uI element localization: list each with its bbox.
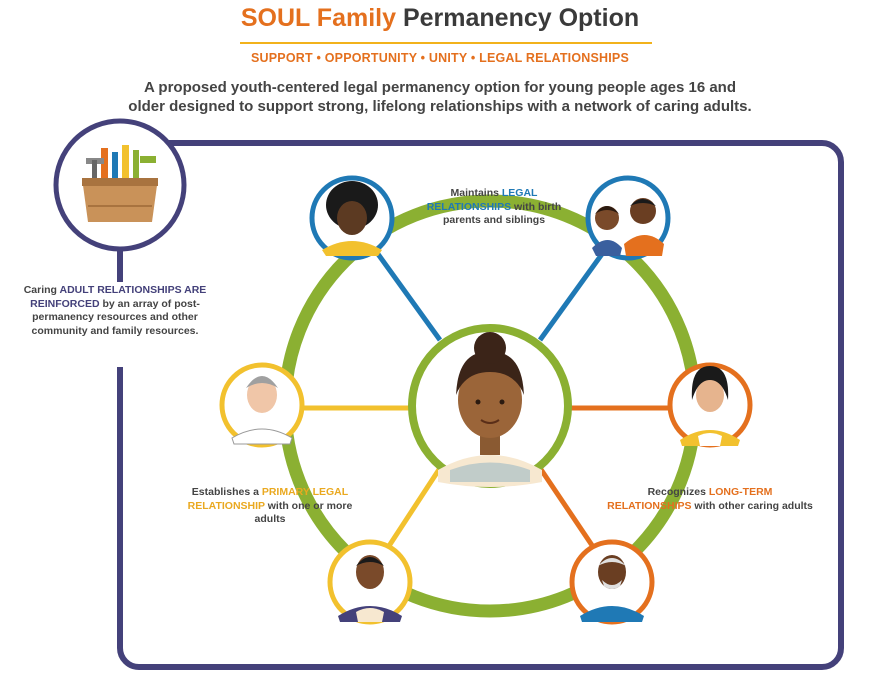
resources-note-pre: Caring bbox=[23, 284, 60, 296]
longterm-note-post: with other caring adults bbox=[691, 499, 813, 512]
title-divider bbox=[240, 42, 652, 44]
central-youth-node bbox=[408, 324, 572, 488]
intro-text: A proposed youth-centered legal permanen… bbox=[120, 78, 760, 116]
legal-note-pre: Maintains bbox=[450, 187, 502, 199]
longterm-note: Recognizes LONG-TERM RELATIONSHIPS with … bbox=[604, 486, 816, 513]
primary-note-highlight: PRIMARY LEGAL RELATIONSHIP bbox=[187, 486, 349, 512]
toolbox-icon bbox=[82, 145, 158, 222]
elder-node bbox=[569, 539, 655, 625]
siblings-node bbox=[585, 175, 671, 261]
page-title: SOUL Family Permanency Option bbox=[0, 4, 880, 33]
birth-parent-node bbox=[309, 175, 395, 261]
legal-note-highlight: LEGAL RELATIONSHIPS bbox=[426, 187, 538, 213]
title-accent: SOUL Family bbox=[240, 4, 396, 32]
legal-note: Maintains LEGAL RELATIONSHIPS with birth… bbox=[424, 187, 564, 228]
network-frame bbox=[117, 140, 844, 670]
legal-note-post: with birth parents and siblings bbox=[442, 200, 562, 227]
primary-adult-node bbox=[219, 362, 305, 448]
primary-note-pre: Establishes a bbox=[191, 486, 262, 498]
intro-line-1: A proposed youth-centered legal permanen… bbox=[143, 79, 737, 96]
resources-note-highlight: ADULT RELATIONSHIPS ARE REINFORCED bbox=[30, 284, 207, 310]
caregiver-node bbox=[327, 539, 413, 625]
tagline: SUPPORT • OPPORTUNITY • UNITY • LEGAL RE… bbox=[251, 51, 629, 65]
title-rest: Permanency Option bbox=[402, 4, 640, 32]
resources-note-post: by an array of post-permanency resources… bbox=[31, 297, 200, 337]
intro-line-2: older designed to support strong, lifelo… bbox=[128, 98, 752, 115]
longterm-note-highlight: LONG-TERM RELATIONSHIPS bbox=[607, 486, 773, 512]
longterm-note-pre: Recognizes bbox=[647, 486, 709, 498]
toolbox-node bbox=[53, 118, 187, 282]
resources-note: Caring ADULT RELATIONSHIPS ARE REINFORCE… bbox=[20, 284, 210, 338]
primary-note-post: with one or more adults bbox=[254, 499, 353, 526]
mentor-node bbox=[667, 362, 753, 448]
primary-note: Establishes a PRIMARY LEGAL RELATIONSHIP… bbox=[175, 486, 365, 527]
frame-gap bbox=[110, 255, 150, 367]
